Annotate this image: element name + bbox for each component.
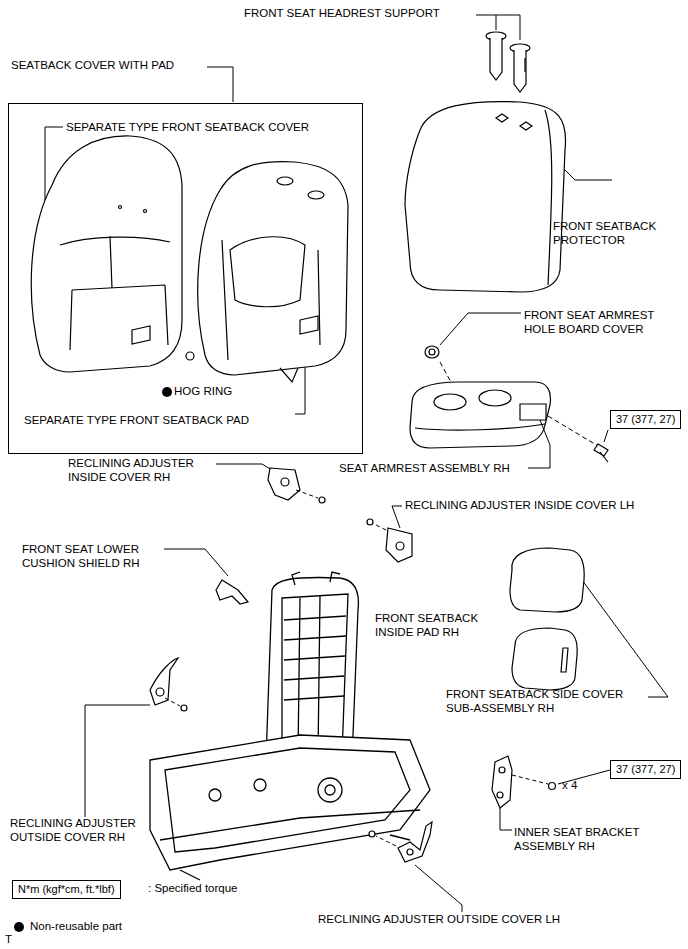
torque-value: 37 (377, 27): [616, 413, 675, 426]
legend-text: Non-reusable part: [30, 920, 122, 934]
part-label: FRONT SEATBACK SIDE COVER SUB-ASSEMBLY R…: [446, 688, 646, 716]
part-label: INNER SEAT BRACKET ASSEMBLY RH: [514, 826, 664, 854]
part-label: FRONT SEAT ARMREST HOLE BOARD COVER: [524, 309, 674, 337]
torque-box: 37 (377, 27): [610, 410, 681, 429]
part-label: FRONT SEATBACK INSIDE PAD RH: [375, 612, 505, 640]
part-label: FRONT SEATBACK PROTECTOR: [553, 220, 673, 248]
part-label: SEAT ARMREST ASSEMBLY RH: [339, 462, 510, 476]
part-label: HOG RING: [174, 385, 232, 399]
part-label: SEPARATE TYPE FRONT SEATBACK PAD: [24, 414, 249, 428]
part-label: RECLINING ADJUSTER OUTSIDE COVER RH: [10, 817, 160, 845]
non-reusable-dot: [162, 387, 172, 397]
torque-value: N*m (kgf*cm, ft.*lbf): [18, 883, 115, 896]
part-label: RECLINING ADJUSTER INSIDE COVER LH: [405, 499, 634, 513]
part-label: FRONT SEAT HEADREST SUPPORT: [244, 7, 440, 21]
torque-box: N*m (kgf*cm, ft.*lbf): [12, 880, 121, 899]
part-label: T: [5, 933, 12, 947]
group-frame: SEATBACK COVER WITH PAD: [8, 103, 363, 454]
part-label: RECLINING ADJUSTER INSIDE COVER RH: [68, 457, 214, 485]
torque-box: 37 (377, 27): [610, 760, 681, 779]
group-heading: SEATBACK COVER WITH PAD: [11, 59, 174, 71]
part-label: RECLINING ADJUSTER OUTSIDE COVER LH: [318, 913, 560, 927]
non-reusable-dot: [14, 922, 24, 932]
legend-text: : Specified torque: [148, 882, 238, 896]
torque-value: 37 (377, 27): [616, 763, 675, 776]
part-label: FRONT SEAT LOWER CUSHION SHIELD RH: [22, 543, 167, 571]
part-label: x 4: [562, 779, 577, 793]
part-label: SEPARATE TYPE FRONT SEATBACK COVER: [66, 121, 309, 135]
